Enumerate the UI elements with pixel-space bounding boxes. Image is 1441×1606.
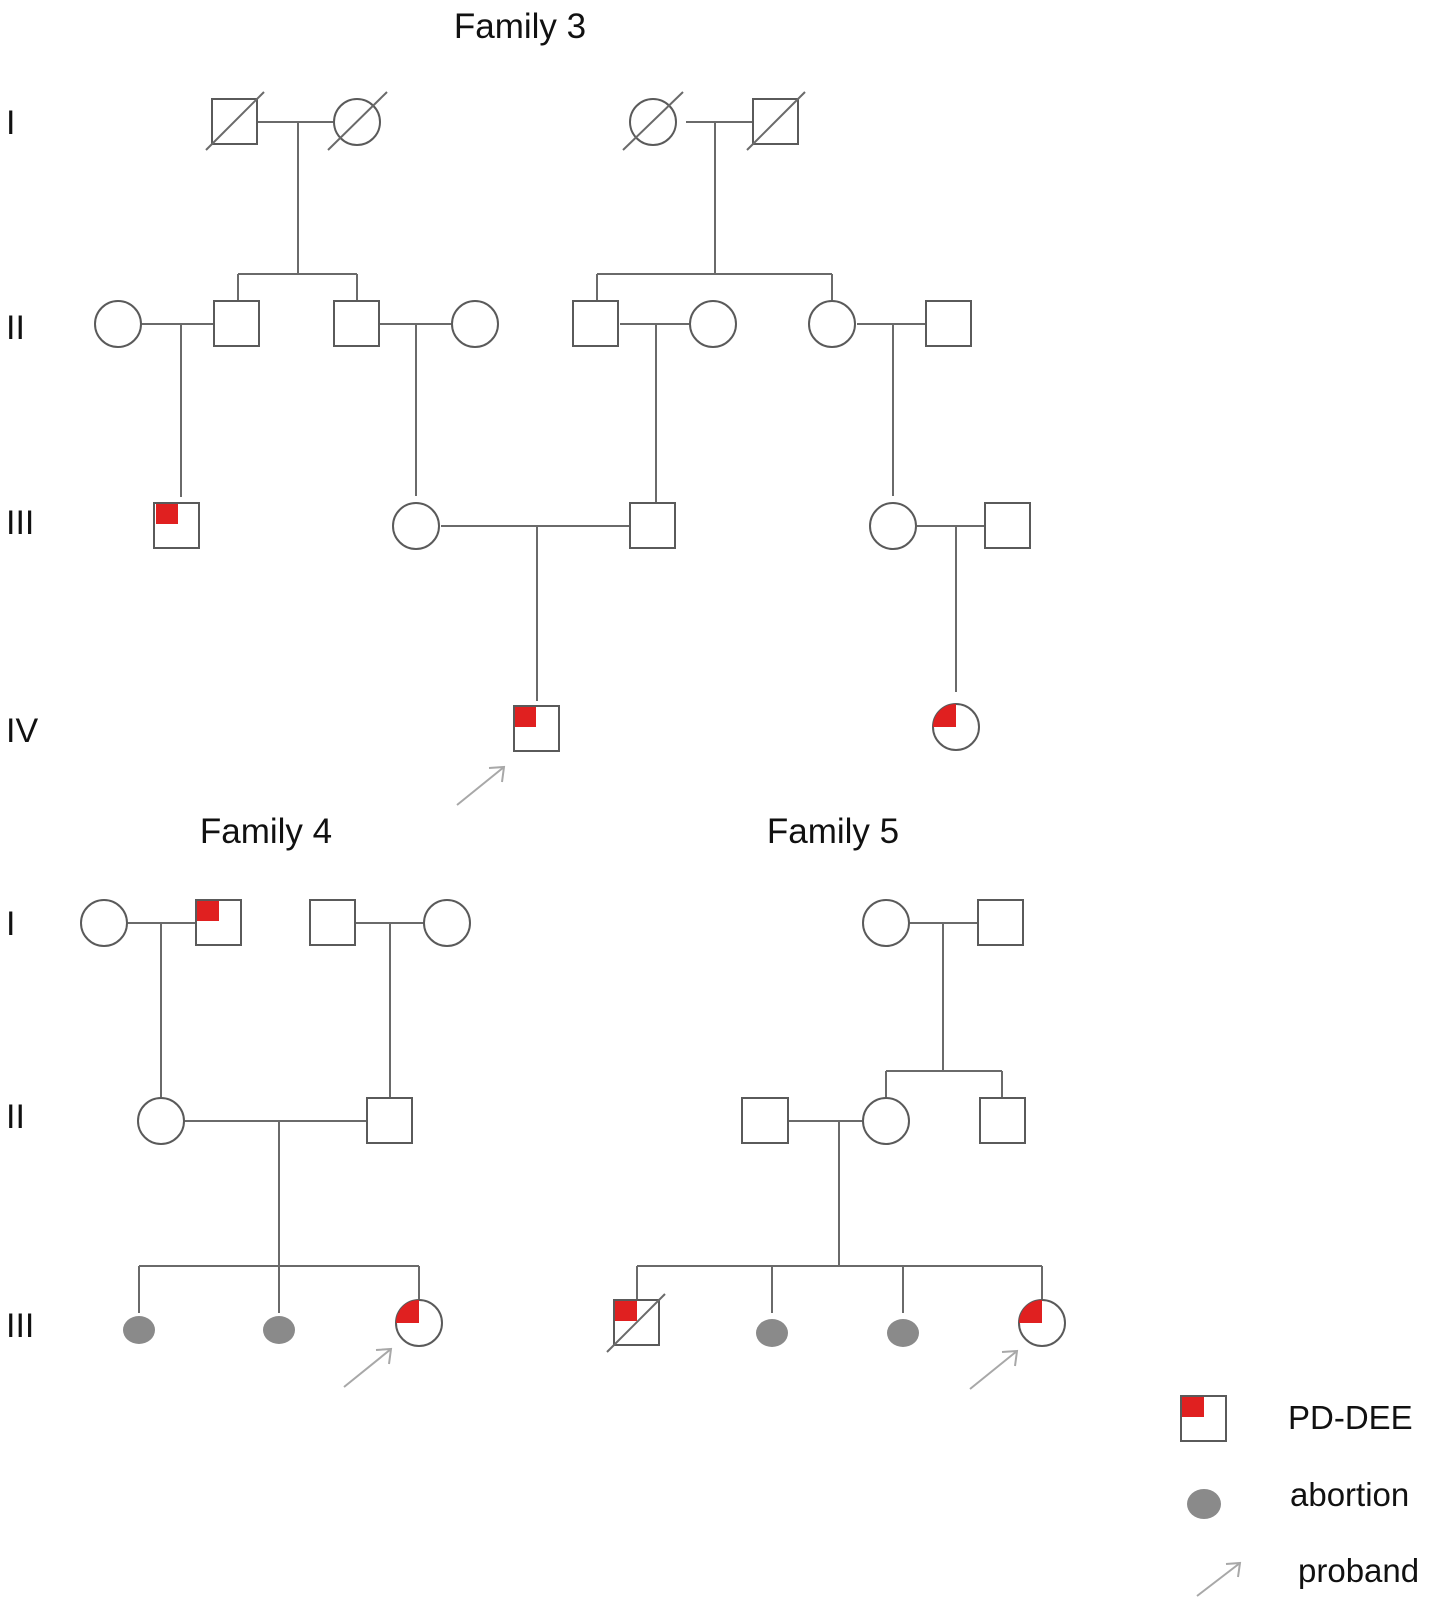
affected-quadrant xyxy=(197,901,219,921)
legend-label-abortion: abortion xyxy=(1290,1476,1409,1513)
abortion-symbol xyxy=(123,1316,155,1344)
male-symbol xyxy=(629,502,676,549)
family-3-pedigree xyxy=(94,91,1031,806)
male-symbol xyxy=(572,300,619,347)
relationship-line xyxy=(788,1120,863,1266)
relationship-line xyxy=(857,323,925,496)
gen-label-III: III xyxy=(6,504,34,542)
legend: PD-DEE abortion proband xyxy=(1180,1395,1419,1597)
abortion-symbol xyxy=(756,1319,788,1347)
female-symbol xyxy=(423,899,471,947)
male-symbol xyxy=(741,1097,789,1144)
family-4-pedigree xyxy=(80,899,471,1388)
male-symbol xyxy=(333,300,380,347)
deceased-mark xyxy=(327,91,388,151)
relationship-line xyxy=(237,121,358,300)
deceased-mark xyxy=(746,91,806,151)
female-symbol xyxy=(862,899,910,947)
affected-quadrant xyxy=(156,504,178,524)
relationship-line xyxy=(636,1265,1043,1313)
male-symbol xyxy=(984,502,1031,549)
relationship-line xyxy=(138,1265,420,1313)
relationship-line xyxy=(127,922,196,1097)
family-5-title: Family 5 xyxy=(767,812,899,851)
legend-proband-arrow xyxy=(1196,1561,1242,1597)
proband-arrow xyxy=(343,1347,393,1388)
female-symbol xyxy=(392,502,440,550)
legend-affected-quadrant xyxy=(1182,1397,1204,1417)
affected-quadrant xyxy=(1019,1300,1042,1323)
female-symbol xyxy=(94,300,142,348)
deceased-mark xyxy=(606,1293,666,1353)
male-symbol xyxy=(925,300,972,347)
relationship-line xyxy=(356,922,425,1098)
female-symbol xyxy=(862,1097,910,1145)
gen-label-III: III xyxy=(6,1307,34,1345)
female-symbol xyxy=(689,300,737,348)
legend-label-pd-dee: PD-DEE xyxy=(1288,1399,1413,1436)
gen-label-I: I xyxy=(6,104,15,142)
affected-quadrant xyxy=(615,1301,637,1321)
female-symbol xyxy=(80,899,128,947)
proband-arrow xyxy=(456,765,506,806)
proband-arrow xyxy=(969,1349,1019,1390)
female-symbol xyxy=(137,1097,185,1145)
affected-quadrant xyxy=(933,704,956,727)
male-symbol xyxy=(977,899,1024,946)
male-symbol xyxy=(366,1097,413,1144)
family-5-pedigree xyxy=(606,899,1066,1390)
gen-label-II: II xyxy=(6,309,25,347)
relationship-line xyxy=(380,323,452,496)
deceased-mark xyxy=(622,91,684,151)
abortion-symbol xyxy=(263,1316,295,1344)
deceased-mark xyxy=(205,91,265,151)
family-3-title: Family 3 xyxy=(454,7,586,46)
relationship-line xyxy=(184,1120,367,1266)
affected-quadrant xyxy=(515,707,536,727)
relationship-line xyxy=(620,323,690,503)
male-symbol xyxy=(309,899,356,946)
female-symbol xyxy=(869,502,917,550)
gen-label-I: I xyxy=(6,905,15,943)
abortion-symbol xyxy=(887,1319,919,1347)
gen-label-II: II xyxy=(6,1098,25,1136)
male-symbol xyxy=(213,300,260,347)
relationship-line xyxy=(441,525,630,701)
female-symbol xyxy=(451,300,499,348)
female-symbol xyxy=(808,300,856,348)
legend-label-proband: proband xyxy=(1298,1552,1419,1589)
family-4-title: Family 4 xyxy=(200,812,332,851)
relationship-line xyxy=(141,323,214,497)
male-symbol xyxy=(979,1097,1026,1144)
affected-quadrant xyxy=(396,1300,419,1323)
relationship-line xyxy=(917,525,985,692)
gen-label-IV: IV xyxy=(6,712,38,750)
relationship-line xyxy=(885,922,1003,1098)
legend-abortion-symbol xyxy=(1187,1489,1221,1519)
relationship-line xyxy=(596,121,833,300)
